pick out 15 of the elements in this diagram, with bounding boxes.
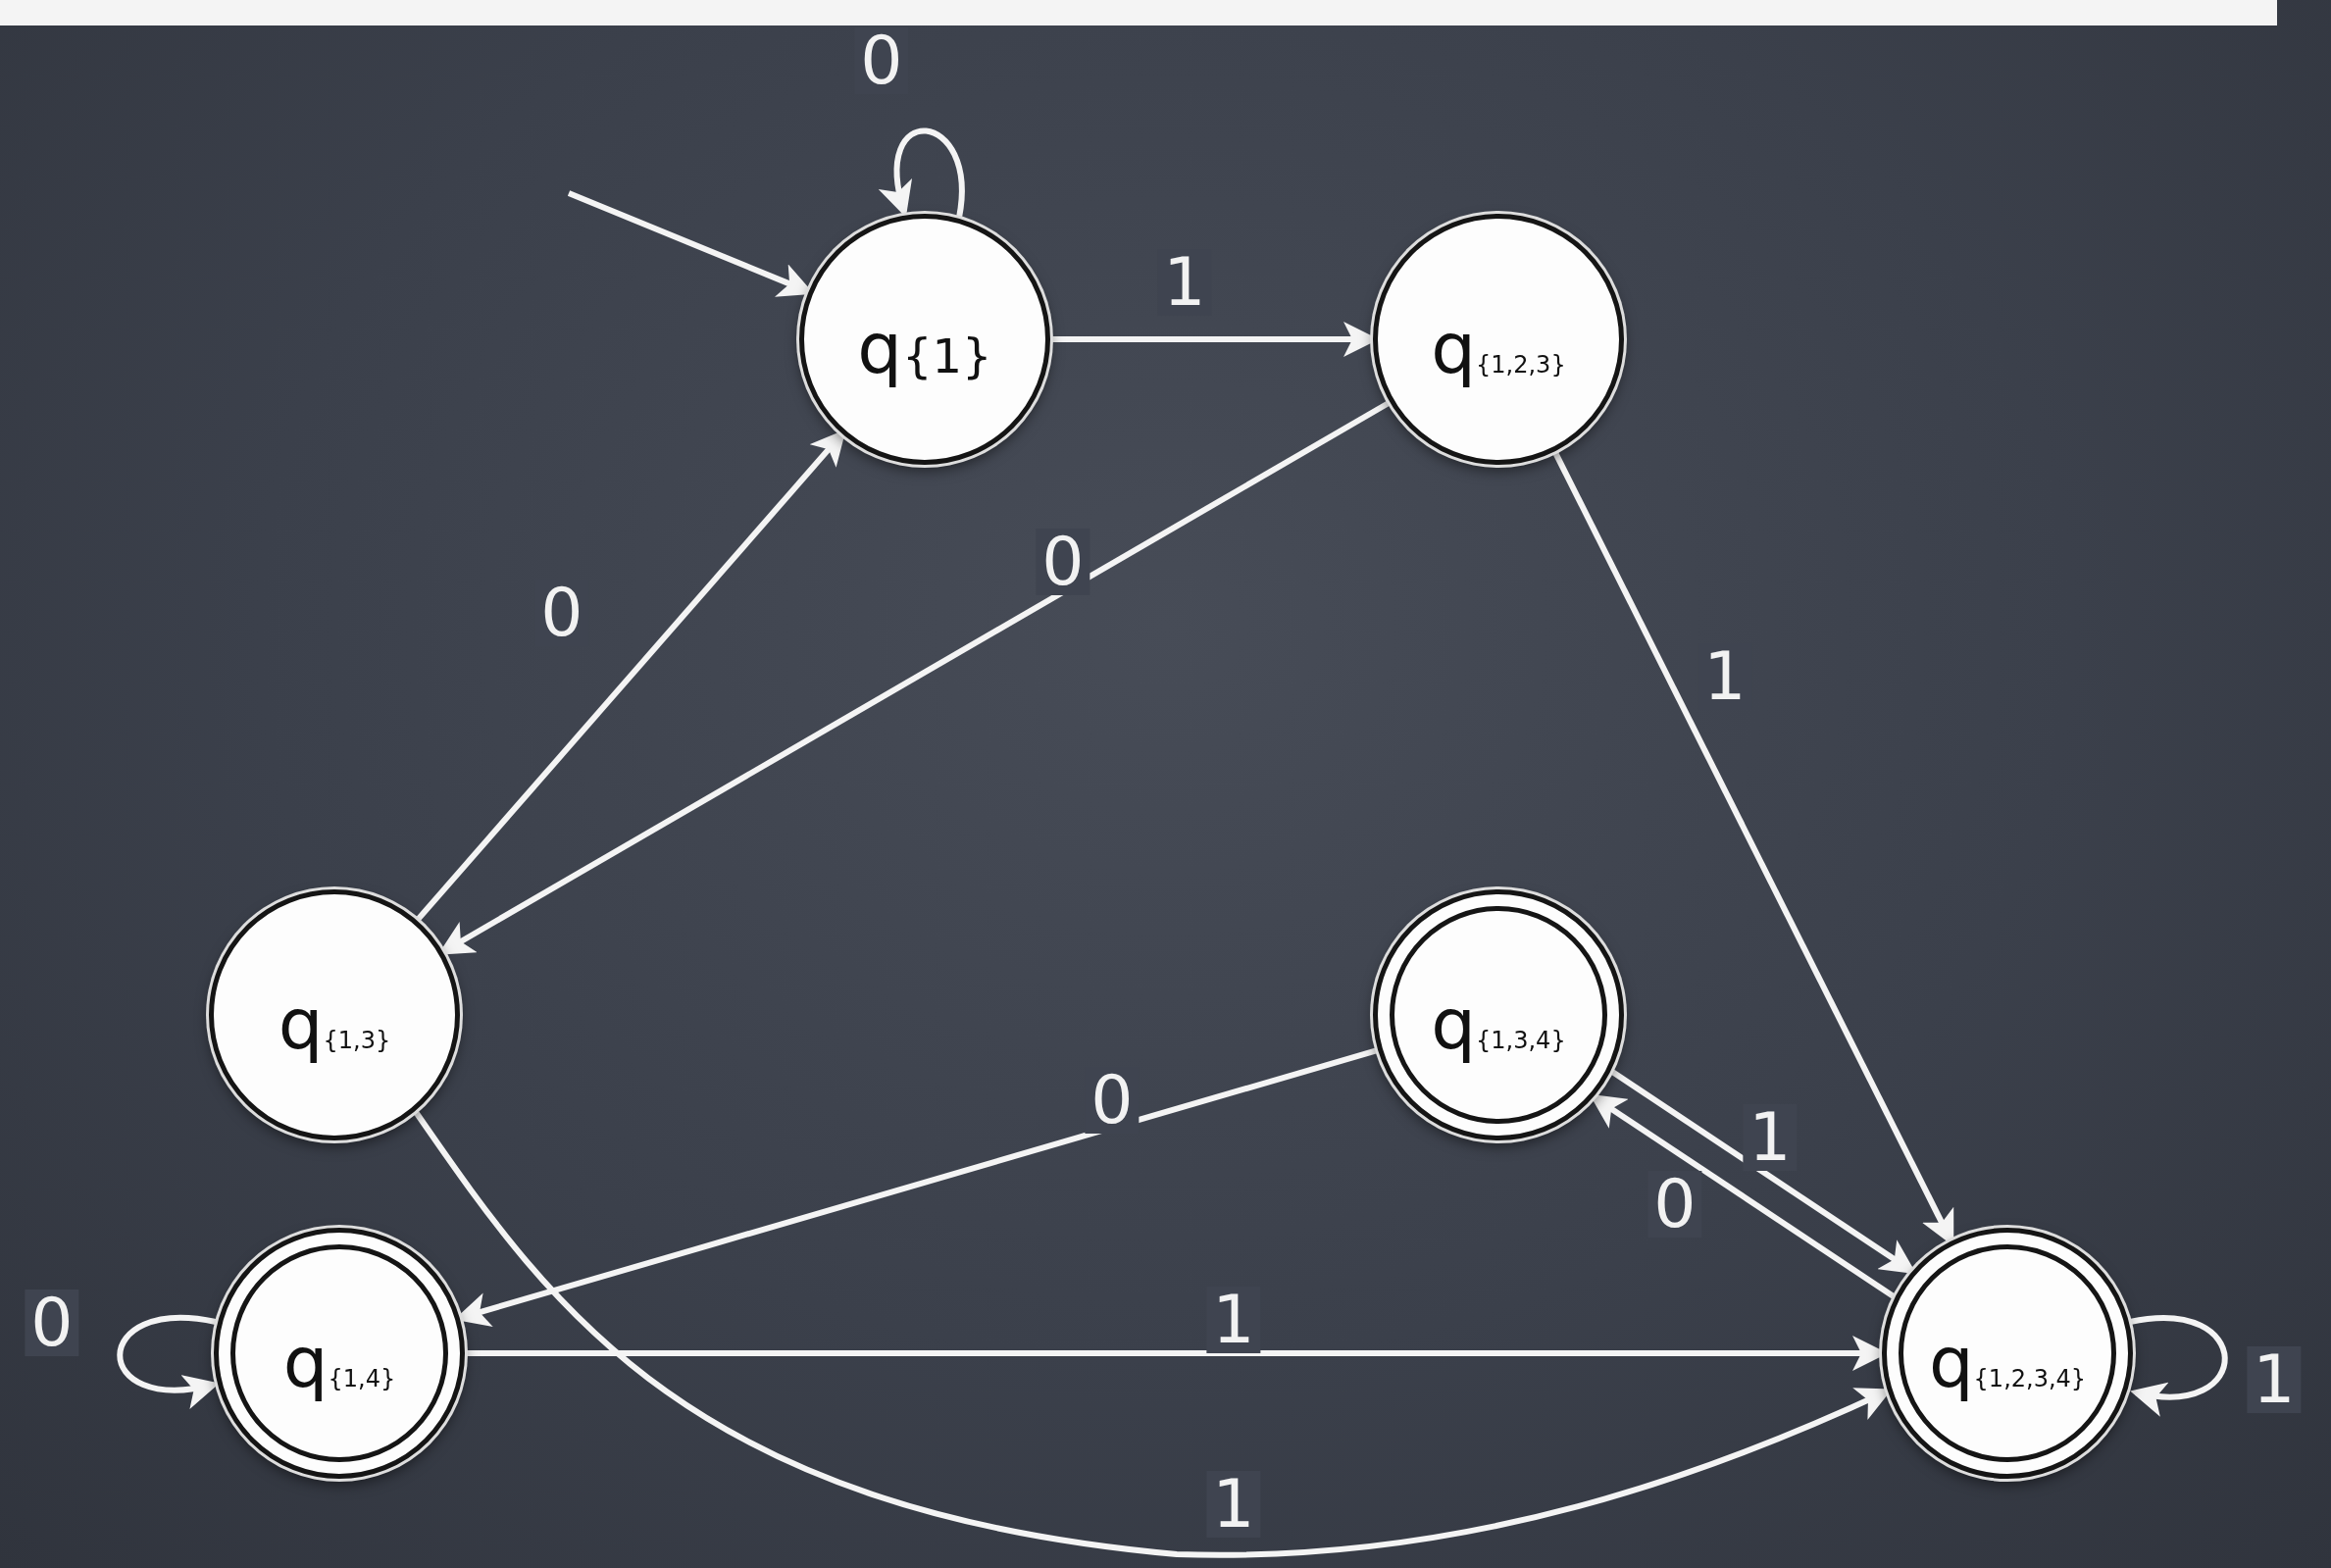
transition-arrow bbox=[880, 127, 965, 219]
state-subscript: {1,2,3,4} bbox=[1973, 1367, 2087, 1391]
state-subscript: {1,3,4} bbox=[1476, 1029, 1566, 1052]
edge-label: 1 bbox=[1206, 1287, 1261, 1353]
edge-label: 1 bbox=[1743, 1104, 1798, 1171]
state-subscript: {1,4} bbox=[328, 1367, 396, 1391]
edge-label: 1 bbox=[2247, 1346, 2302, 1413]
edge-label: 0 bbox=[1647, 1171, 1702, 1238]
state-subscript: {1} bbox=[902, 332, 992, 379]
edge-label: 0 bbox=[1036, 529, 1090, 595]
transition-arrow bbox=[2129, 1315, 2228, 1415]
state-subscript: {1,3} bbox=[323, 1029, 391, 1052]
edge-label: 1 bbox=[1206, 1471, 1261, 1538]
edge-label: 0 bbox=[25, 1290, 79, 1356]
state-subscript: {1,2,3} bbox=[1476, 353, 1566, 377]
